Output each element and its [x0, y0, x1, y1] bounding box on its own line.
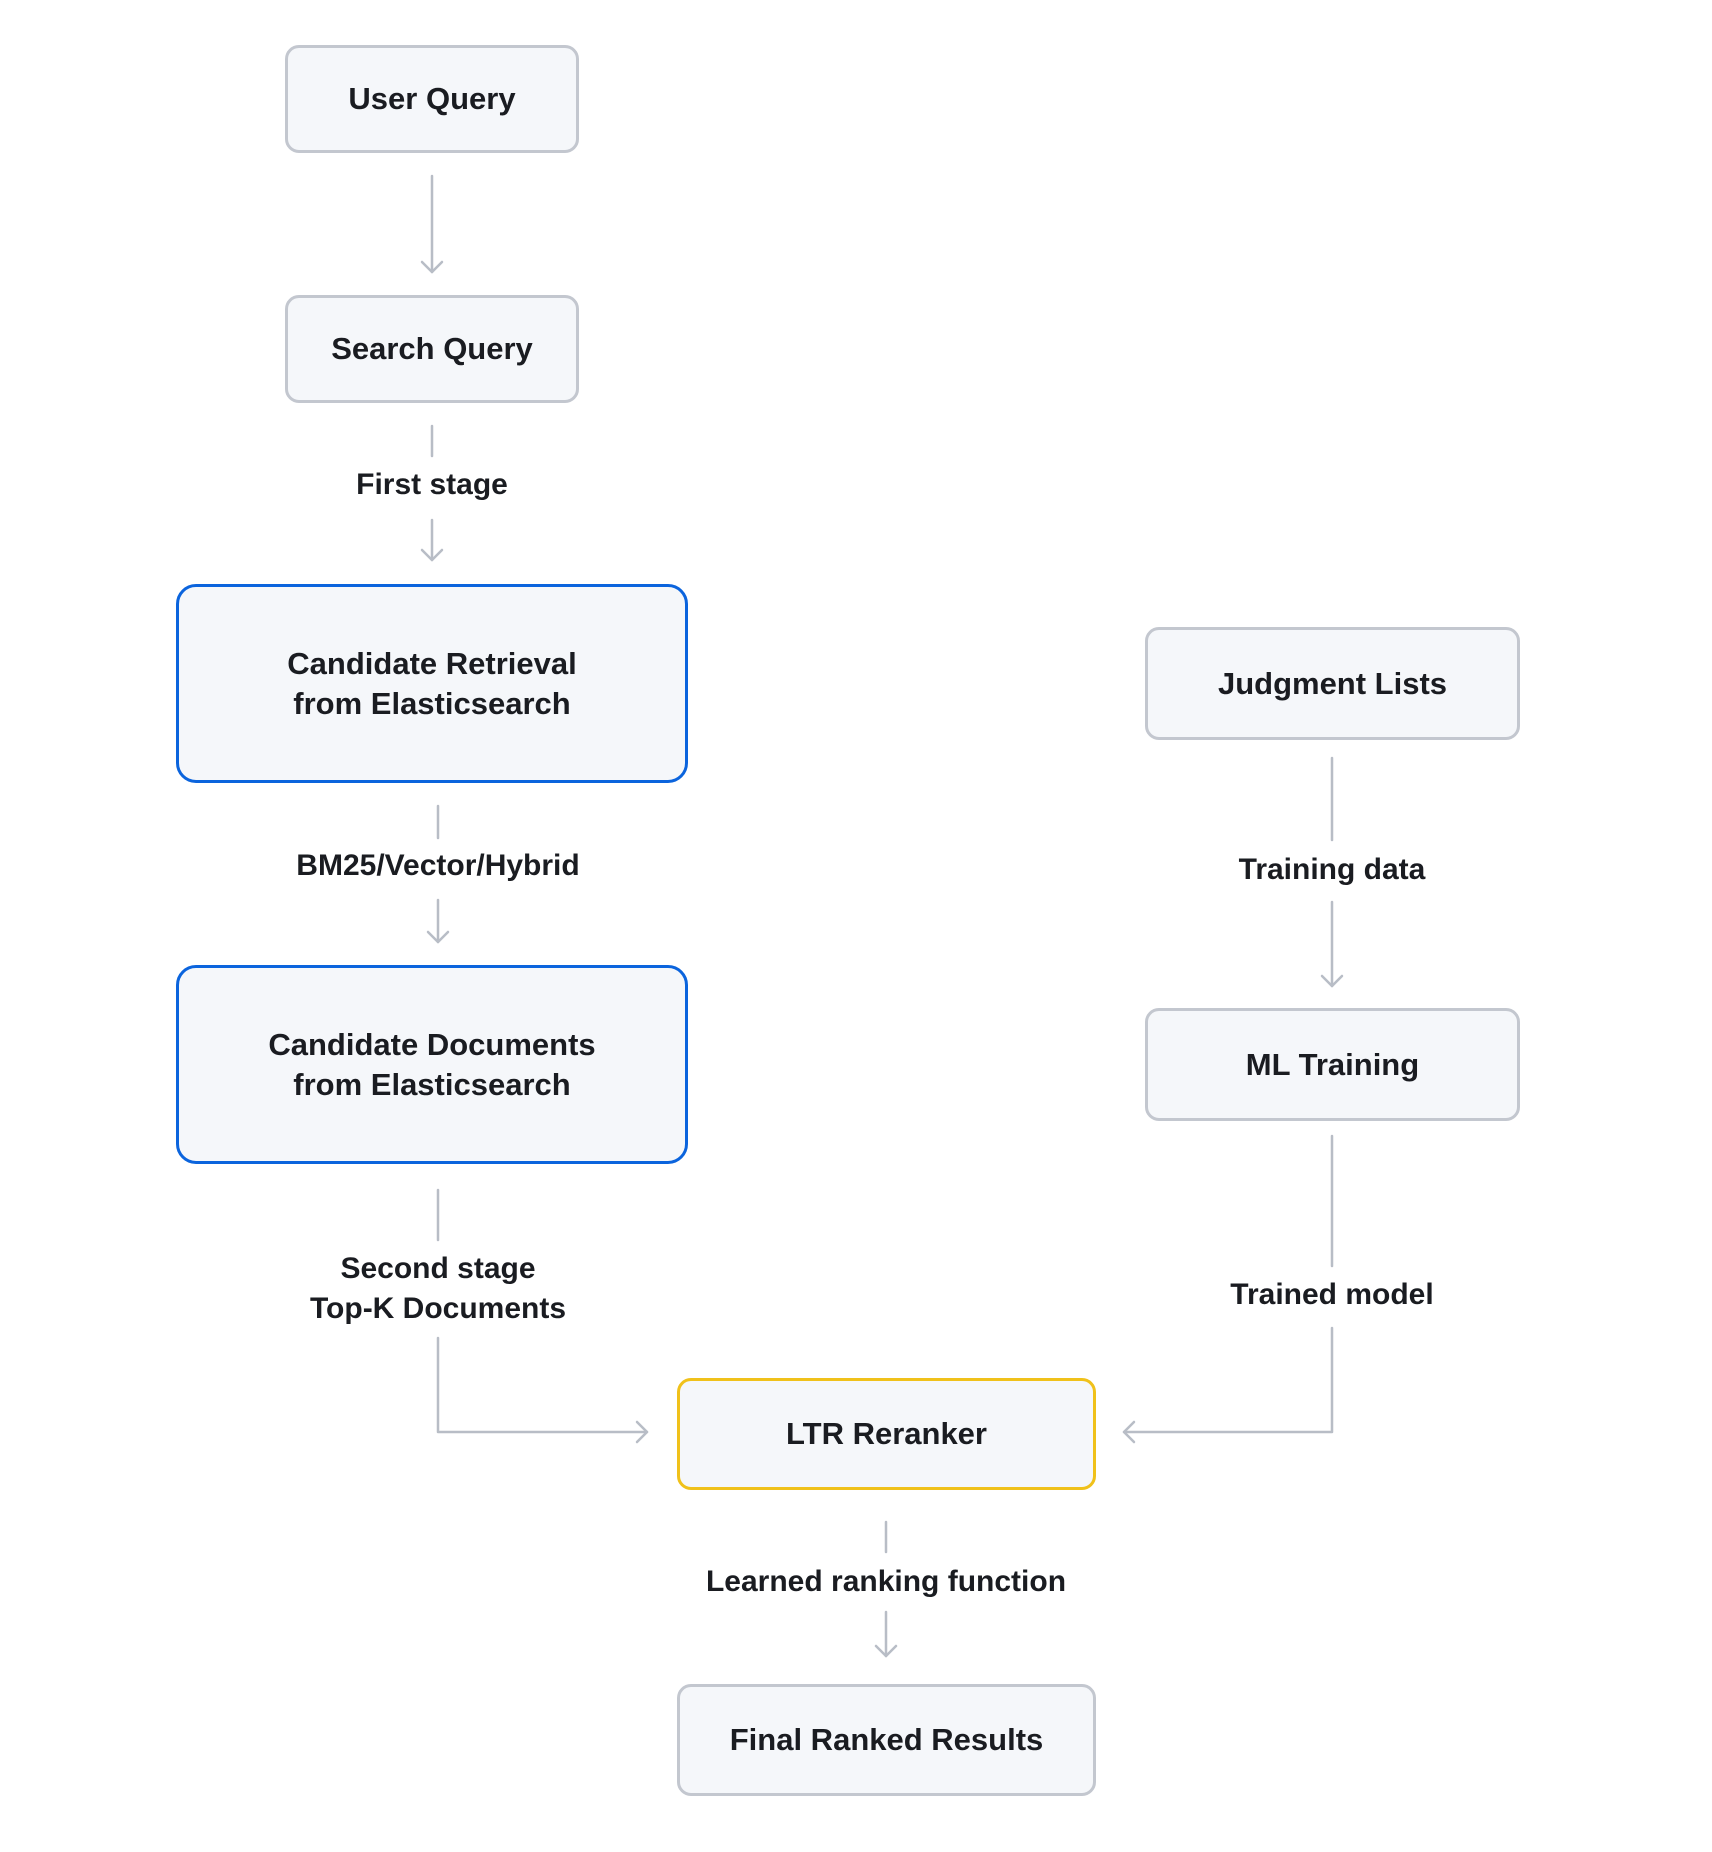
arrowhead-documents-to-reranker [635, 1420, 649, 1444]
edge-label-training-data: Training data [1238, 853, 1426, 886]
candidate-retrieval-node: Candidate Retrieval from Elasticsearch [176, 584, 688, 783]
judgment-lists-node: Judgment Lists [1145, 627, 1520, 740]
user-query-label: User Query [348, 81, 516, 116]
candidate-documents-node: Candidate Documents from Elasticsearch [176, 965, 688, 1164]
candidate-retrieval-label-line1: Candidate Retrieval [287, 645, 577, 681]
arrowhead-user-to-search [420, 260, 444, 274]
ml-training-node: ML Training [1145, 1008, 1520, 1121]
ltr-reranker-label: LTR Reranker [786, 1416, 987, 1451]
arrowhead-training-to-reranker [1122, 1420, 1136, 1444]
ml-training-label: ML Training [1245, 1046, 1420, 1082]
arrowhead-reranker-to-final [874, 1644, 898, 1658]
search-query-node: Search Query [285, 295, 579, 403]
candidate-documents-label-line1: Candidate Documents [268, 1026, 596, 1062]
arrowhead-retrieval-to-documents [426, 930, 450, 944]
final-ranked-results-node: Final Ranked Results [677, 1684, 1096, 1796]
edge-label-retrieval-method: BM25/Vector/Hybrid [296, 849, 580, 882]
connector-documents-to-reranker-bottom [436, 1336, 649, 1434]
ltr-reranker-node: LTR Reranker [677, 1378, 1096, 1490]
user-query-node: User Query [285, 45, 579, 153]
candidate-retrieval-label-line2: from Elasticsearch [293, 685, 571, 721]
arrowhead-search-to-retrieval [420, 548, 444, 562]
final-ranked-results-label: Final Ranked Results [729, 1722, 1044, 1757]
search-query-label: Search Query [331, 331, 533, 366]
edge-label-first-stage: First stage [356, 468, 508, 501]
candidate-documents-label-line2: from Elasticsearch [293, 1066, 571, 1102]
edge-label-trained-model: Trained model [1230, 1278, 1434, 1311]
judgment-lists-label: Judgment Lists [1217, 665, 1448, 701]
edge-label-second-stage: Second stage Top-K Documents [309, 1252, 567, 1325]
connector-training-to-reranker-bottom [1122, 1326, 1334, 1434]
arrowhead-judgment-to-training [1320, 974, 1344, 988]
edge-label-learned-ranking: Learned ranking function [705, 1565, 1067, 1598]
